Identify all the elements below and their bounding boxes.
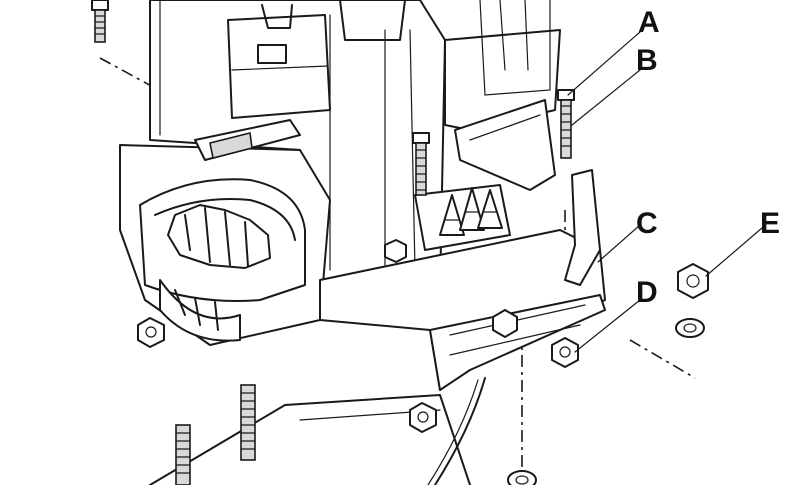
threaded-stud-a — [557, 89, 575, 159]
callout-c-label: C — [636, 207, 658, 240]
nut-left — [137, 317, 165, 348]
pinion-gear — [159, 204, 271, 342]
anchor-rod-left — [175, 424, 191, 485]
nut-base-1 — [492, 309, 518, 338]
release-handle — [194, 119, 301, 161]
callout-e-label: E — [760, 207, 780, 240]
callout-a-label: A — [638, 6, 660, 39]
anchor-rod-right — [240, 384, 256, 461]
callout-d-label: D — [636, 276, 658, 309]
threaded-stud-center — [412, 132, 430, 196]
motor-housing — [149, 0, 561, 291]
assembly-axis-lines — [99, 57, 696, 480]
nut-base-2 — [384, 239, 407, 263]
terminal-block — [439, 187, 503, 236]
callout-leaders — [567, 31, 763, 353]
nut-bottom-center — [409, 402, 437, 433]
washer-e — [675, 318, 705, 338]
washer-bottom — [507, 470, 537, 485]
bolt-top-left — [91, 0, 109, 43]
nut-e — [677, 263, 709, 299]
nut-d — [551, 337, 579, 368]
callout-b-label: B — [636, 44, 658, 77]
power-cable — [434, 377, 486, 485]
